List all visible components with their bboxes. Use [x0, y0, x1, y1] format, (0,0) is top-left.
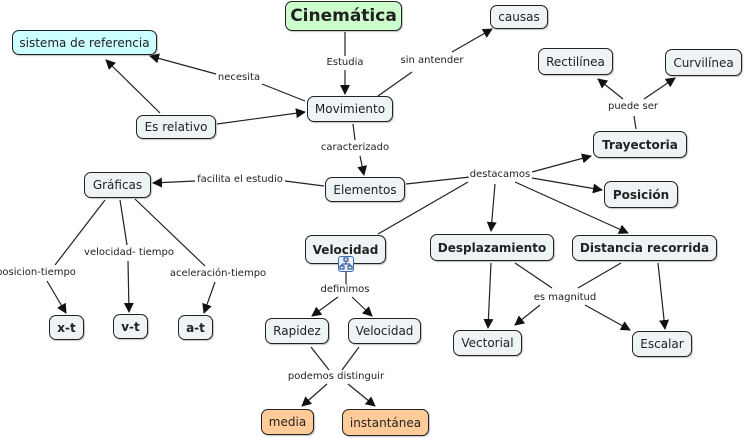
node-causas[interactable]: causas [490, 5, 548, 29]
connector-line [577, 262, 622, 289]
link-label-facilita: facilita el estudio [196, 174, 284, 186]
connector-arrow [451, 28, 493, 53]
connector-line [514, 262, 553, 289]
connector-arrow [216, 108, 306, 125]
connector-arrow [351, 296, 373, 317]
node-graficas[interactable]: Gráficas [84, 172, 151, 198]
node-cinematica[interactable]: Cinemática [285, 1, 402, 31]
connector-arrow [486, 183, 497, 232]
link-label-es-magnitud: es magnitud [532, 292, 598, 304]
node-x-t[interactable]: x-t [49, 315, 84, 340]
connector-arrow [514, 181, 629, 234]
connector-arrow [584, 304, 631, 331]
link-label-puede-ser: puede ser [607, 101, 659, 113]
node-velocidad-sub[interactable]: Velocidad [348, 318, 421, 344]
node-a-t[interactable]: a-t [178, 315, 213, 340]
connector-arrow [123, 260, 134, 313]
connector-arrow [657, 262, 670, 330]
connector-arrow [149, 53, 217, 75]
connector-line [341, 346, 360, 371]
link-label-estudia: Estudia [325, 57, 365, 69]
node-escalar[interactable]: Escalar [632, 331, 692, 357]
connector-arrow [105, 59, 161, 114]
link-label-destacamos: destacamos [468, 169, 532, 181]
link-label-sin-antender: sin antender [399, 55, 465, 67]
node-curvilinea[interactable]: Curvilínea [665, 49, 742, 76]
link-label-necesita: necesita [216, 72, 262, 84]
node-movimiento[interactable]: Movimiento [307, 96, 393, 122]
connector-line [405, 176, 471, 185]
node-media[interactable]: media [261, 409, 314, 435]
connector-line [119, 199, 128, 246]
connector-arrow [483, 262, 494, 329]
link-label-caracterizado: caracterizado [319, 142, 391, 154]
connector-arrow [152, 177, 196, 188]
connector-arrow [597, 78, 624, 100]
connector-arrow [643, 77, 676, 100]
link-label-definimos: definimos [319, 284, 371, 296]
link-label-posicion-tiempo: posicion-tiempo [0, 267, 77, 279]
node-rapidez[interactable]: Rapidez [265, 318, 329, 344]
connector-arrow [531, 177, 603, 194]
connector-arrow [347, 383, 376, 407]
node-vectorial[interactable]: Vectorial [453, 330, 522, 356]
node-velocidad[interactable]: Velocidad [305, 235, 386, 264]
connector-line [54, 199, 106, 266]
node-distancia-recorrida[interactable]: Distancia recorrida [572, 235, 717, 261]
node-v-t[interactable]: v-t [113, 314, 148, 339]
node-posicion[interactable]: Posición [604, 181, 678, 208]
connector-arrow [202, 281, 216, 314]
link-label-aceleracion-tiempo: aceleración-tiempo [168, 268, 268, 280]
link-label-velocidad-tiempo: velocidad- tiempo [83, 247, 175, 259]
connector-line [352, 123, 356, 141]
connector-line [377, 71, 413, 97]
node-es-relativo[interactable]: Es relativo [136, 115, 216, 139]
connector-arrow [46, 280, 67, 314]
connector-arrow [514, 304, 541, 326]
node-sistema-de-referencia[interactable]: sistema de referencia [12, 30, 157, 55]
connector-arrow [531, 153, 592, 173]
connector-line [134, 198, 206, 267]
connector-line [633, 115, 637, 130]
node-rectilinea[interactable]: Rectilínea [538, 48, 613, 75]
connector-arrow [301, 383, 328, 407]
node-desplazamiento[interactable]: Desplazamiento [430, 234, 554, 261]
sub-concept-map-icon[interactable] [338, 256, 354, 272]
connector-line [377, 181, 469, 235]
node-instantanea[interactable]: instantánea [342, 409, 429, 436]
node-trayectoria[interactable]: Trayectoria [593, 131, 687, 158]
connector-arrow [311, 296, 339, 317]
node-elementos[interactable]: Elementos [325, 177, 405, 202]
connector-line [284, 180, 325, 187]
connector-line [261, 83, 306, 102]
link-label-podemos-distinguir: podemos distinguir [286, 371, 386, 383]
connector-line [310, 346, 330, 371]
connector-arrow [357, 155, 368, 176]
